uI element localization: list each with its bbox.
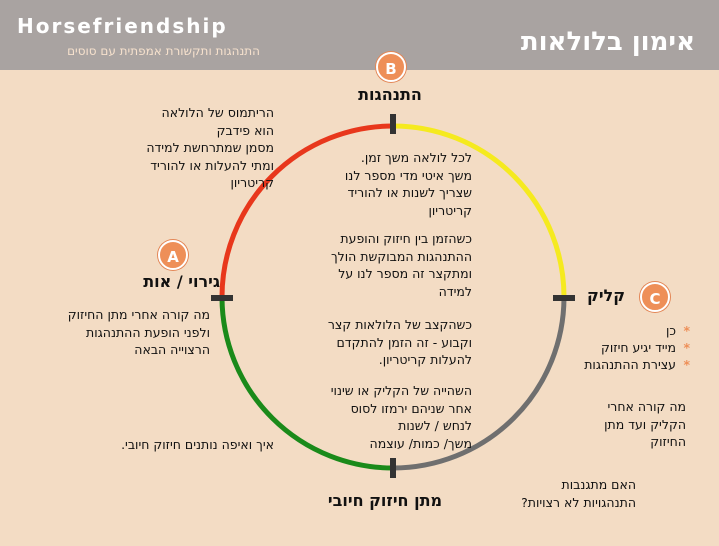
arc-top-right	[392, 123, 567, 299]
note-center-3: כשהקצב של הלולאות קצר וקבוע - זה הזמן לה…	[327, 317, 472, 367]
label-stimulus: גירוי / אות	[143, 272, 220, 291]
note-top-left: הריתמוס של הלולאה הוא פידבק מסמן שמתרחשת…	[146, 105, 274, 190]
badge-b: B	[376, 52, 406, 82]
click-bullets: כן מייד יגיע חיזוק עצירת ההתנהגות	[540, 322, 690, 373]
brand-subtitle: התנהגות ותקשורת אמפתית עם סוסים	[67, 44, 260, 58]
note-bottom-right: האם מתגנבות התנהגויות לא רצויות?	[521, 477, 636, 510]
label-behavior: התנהגות	[358, 85, 422, 104]
note-center-4: השהייה של הקליק או שינוי אחר שניהם ירמזו…	[330, 383, 472, 451]
arc-bottom-left	[219, 297, 394, 471]
note-center-1: לכל לולאה משך זמן. משך איטי מדי מספר לנו…	[344, 150, 472, 218]
bullet-item: מייד יגיע חיזוק	[540, 339, 690, 356]
arc-top-left	[219, 123, 394, 299]
note-right-mid: מה קורה אחרי הקליק ועד מתן החיזוק	[604, 399, 686, 449]
badge-a: A	[158, 240, 188, 270]
note-center-2: כשהזמן בין חיזוק והופעת ההתנהגות המבוקשת…	[330, 231, 472, 299]
tick-right	[553, 295, 575, 301]
page-title: אימון בלולאות	[520, 27, 695, 57]
bullet-item: כן	[540, 322, 690, 339]
note-left: מה קורה אחרי מתן החיזוק ולפני הופעת ההתנ…	[67, 307, 210, 357]
brand-name: Horsefriendship	[17, 14, 228, 38]
label-reinforcement: מתן חיזוק חיובי	[327, 491, 443, 510]
badge-c: C	[640, 282, 670, 312]
label-click: קליק	[587, 286, 625, 305]
bullet-item: עצירת ההתנהגות	[540, 356, 690, 373]
header-bar: Horsefriendship התנהגות ותקשורת אמפתית ע…	[0, 0, 719, 70]
note-bottom-left: איך ואיפה נותנים חיזוק חיובי.	[121, 437, 274, 452]
tick-left	[211, 295, 233, 301]
tick-bottom	[390, 458, 396, 478]
tick-top	[390, 114, 396, 134]
